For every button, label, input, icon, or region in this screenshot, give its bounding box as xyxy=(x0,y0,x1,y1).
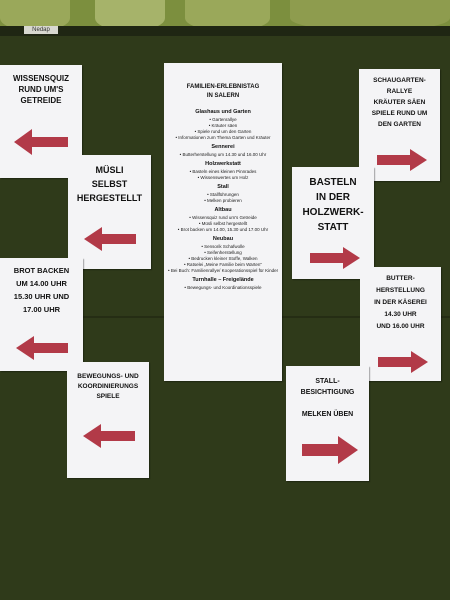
tree-foliage xyxy=(0,0,70,30)
program-item: • Melken probieren xyxy=(204,198,242,203)
tree-foliage xyxy=(185,0,270,30)
program-section-heading: Stall xyxy=(217,184,229,190)
arrow-right-icon xyxy=(302,436,358,464)
program-item: • Wissenswertes um Holz xyxy=(197,175,249,180)
program-section-heading: Altbau xyxy=(214,207,232,213)
program-item: • Butterherstellung um 14.30 und 16.00 U… xyxy=(179,152,267,157)
brand-label: Nedap xyxy=(24,26,58,34)
tree-foliage xyxy=(95,0,165,30)
arrow-right-icon xyxy=(310,247,360,269)
program-title: FAMILIEN-ERLEBNISTAG IN SALERN xyxy=(186,84,260,99)
program-item: • Bedrucken kleiner Stoffe, Walken xyxy=(188,256,258,261)
program-section-heading: Sennerei xyxy=(211,144,235,150)
sign-text: SCHAUGARTEN- RALLYE KRÄUTER SÄEN SPIELE … xyxy=(371,77,428,128)
program-poster: FAMILIEN-ERLEBNISTAG IN SALERN Glashaus … xyxy=(164,63,282,381)
program-item: • Bei Buch: Familienrallye/ Kooperations… xyxy=(168,268,278,273)
program-item: • Informationen zum Thema Garten und Krä… xyxy=(175,135,271,140)
sign-basteln: BASTELN IN DER HOLZWERK- STATT xyxy=(292,167,374,279)
arrow-left-icon xyxy=(16,336,68,360)
program-section-heading: Holzwerkstatt xyxy=(205,161,241,167)
program-item: • Sensorik Schafwolle xyxy=(201,244,245,249)
program-section-heading: Glashaus und Garten xyxy=(195,109,251,115)
program-item: • Müsli selbst hergestellt xyxy=(198,221,248,226)
program-item: • Bewegungs- und Koordinationsspiele xyxy=(184,285,262,290)
arrow-right-icon xyxy=(378,351,428,373)
sign-stall: STALL- BESICHTIGUNG MELKEN ÜBEN xyxy=(286,366,369,481)
sign-bewegung: BEWEGUNGS- UND KOORDINIERUNGS SPIELE xyxy=(67,362,149,478)
tree-foliage xyxy=(290,0,450,30)
sign-muesli: MÜSLI SELBST HERGESTELLT xyxy=(68,155,151,269)
sign-text: MÜSLI SELBST HERGESTELLT xyxy=(76,165,143,203)
program-item: • Brot backen um 14.00, 15.30 und 17.00 … xyxy=(177,227,269,232)
program-sections: Glashaus und Garten • Gartenrallye• Kräut… xyxy=(164,101,282,290)
program-item: • Wissensquiz rund um's Getreide xyxy=(189,215,257,220)
sign-text: BASTELN IN DER HOLZWERK- STATT xyxy=(302,177,364,233)
sign-text: STALL- BESICHTIGUNG MELKEN ÜBEN xyxy=(300,378,355,418)
arrow-right-icon xyxy=(377,149,427,171)
sign-schaugarten: SCHAUGARTEN- RALLYE KRÄUTER SÄEN SPIELE … xyxy=(359,69,440,181)
arrow-left-icon xyxy=(84,227,136,251)
sign-text: BEWEGUNGS- UND KOORDINIERUNGS SPIELE xyxy=(77,373,139,400)
sign-brot-backen: BROT BACKEN UM 14.00 UHR 15.30 UHR UND 1… xyxy=(0,258,83,371)
background-trees xyxy=(0,0,450,30)
program-item: • Kräuter säen xyxy=(208,123,238,128)
program-section-heading: Turnhalle – Freigelände xyxy=(192,277,254,283)
sign-text: BUTTER- HERSTELLUNG IN DER KÄSEREI 14.30… xyxy=(374,275,427,330)
sign-butter: BUTTER- HERSTELLUNG IN DER KÄSEREI 14.30… xyxy=(360,267,441,381)
program-item: • Spiele rund um den Garten xyxy=(194,129,252,134)
board-frame xyxy=(0,26,450,36)
program-section-heading: Neubau xyxy=(212,236,234,242)
arrow-left-icon xyxy=(14,129,68,155)
program-item: • Gartenrallye xyxy=(209,117,237,122)
program-item: • Ratselei „Meine Familie beim Warten" xyxy=(183,262,263,267)
sign-text: BROT BACKEN UM 14.00 UHR 15.30 UHR UND 1… xyxy=(13,266,70,314)
program-item: • Basteln eines kleinen Pinnrades xyxy=(189,169,257,174)
arrow-left-icon xyxy=(83,424,135,448)
program-item: • Seifenherstellung xyxy=(204,250,242,255)
program-item: • Stallführungen xyxy=(207,192,239,197)
sign-text: WISSENSQUIZ RUND UM'S GETREIDE xyxy=(12,74,69,105)
